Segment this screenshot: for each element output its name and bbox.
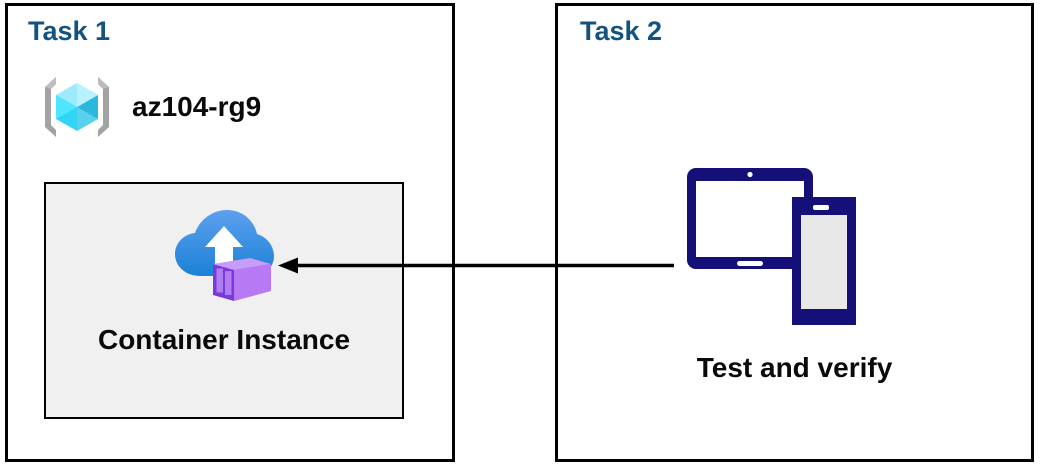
task-1-title: Task 1	[28, 16, 111, 46]
task-1-panel: az104-rg9	[5, 3, 455, 462]
test-and-verify-label: Test and verify	[696, 352, 893, 383]
azure-container-instance-icon	[175, 210, 274, 301]
azure-resource-group-icon	[45, 77, 109, 137]
devices-tablet-phone-icon	[687, 168, 856, 325]
container-instance-label: Container Instance	[97, 324, 351, 355]
task-2-title: Task 2	[580, 16, 663, 46]
resource-group-label: az104-rg9	[132, 91, 262, 122]
flow-arrow	[278, 257, 674, 274]
resource-group-row: az104-rg9	[40, 68, 261, 146]
container-instance-card: Container Instance	[44, 182, 404, 419]
